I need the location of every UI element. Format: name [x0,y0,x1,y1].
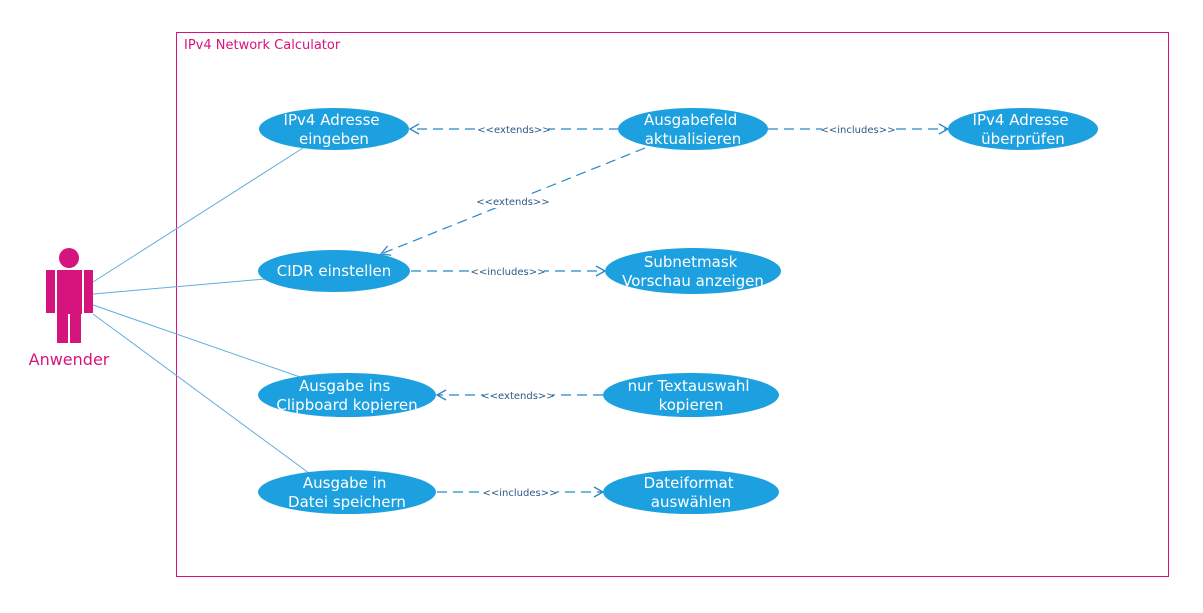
relation-label: <<includes>> [821,125,896,136]
use-case-label: Datei speichern [288,493,406,511]
use-case-label: Dateiformat [644,474,734,492]
use-case-dateiformat-auswaehlen[interactable]: Dateiformat auswählen [603,470,779,514]
svg-text:nur Textauswahl kopieren: nur Textauswahl kopieren [628,377,755,414]
use-case-label: aktualisieren [645,130,742,148]
person-icon [46,248,93,343]
svg-text:IPv4 Adresse eingeben: IPv4 Adresse eingeben [284,111,385,148]
dependency-lines [379,123,950,498]
use-case-label: eingeben [299,130,369,148]
svg-text:Ausgabe in Datei speiche: Ausgabe in Datei speichern [288,474,406,511]
relation-label: <<extends>> [477,125,550,136]
use-case-label: auswählen [651,493,731,511]
use-case-subnetmask-vorschau[interactable]: Subnetmask Vorschau anzeigen [605,248,781,294]
use-case-textauswahl-kopieren[interactable]: nur Textauswahl kopieren [603,373,779,417]
relation-labels: <<extends>> <<includes>> <<extends>> <<i… [471,122,896,499]
svg-text:Ausgabe ins Clipboard ko: Ausgabe ins Clipboard kopieren [276,377,417,414]
svg-text:IPv4 Adresse überprüfen: IPv4 Adresse überprüfen [973,111,1074,148]
use-case-ipv4-ueberpruefen[interactable]: IPv4 Adresse überprüfen [948,108,1098,150]
system-title: IPv4 Network Calculator [184,38,341,53]
relation-label: <<includes>> [471,267,546,278]
svg-text:Dateiformat auswählen: Dateiformat auswählen [644,474,739,511]
use-case-label: Subnetmask [644,253,738,271]
relation-label: <<extends>> [481,391,554,402]
use-case-label: Clipboard kopieren [276,396,417,414]
association-lines [92,147,318,480]
association-line [92,304,301,378]
use-case-label: überprüfen [981,130,1065,148]
use-case-label: Ausgabefeld [644,111,737,129]
relation-label: <<includes>> [483,488,558,499]
use-case-label: Vorschau anzeigen [622,272,764,290]
association-line [92,278,266,295]
use-case-label: nur Textauswahl [628,377,750,395]
actor-label: Anwender [29,350,110,369]
use-case-ausgabefeld-aktualisieren[interactable]: Ausgabefeld aktualisieren [618,108,768,150]
use-case-label: CIDR einstellen [277,262,392,280]
use-case-datei-speichern[interactable]: Ausgabe in Datei speichern [258,470,436,514]
association-line [92,313,318,480]
use-case-label: kopieren [659,396,724,414]
svg-text:Subnetmask Vorschau anze: Subnetmask Vorschau anzeigen [622,253,764,290]
svg-text:CIDR einstellen: CIDR einstellen [277,262,392,280]
svg-text:Ausgabefeld aktualisiere: Ausgabefeld aktualisieren [644,111,742,148]
system-boundary [176,32,1169,577]
use-case-cidr-einstellen[interactable]: CIDR einstellen [258,250,410,292]
use-case-label: IPv4 Adresse [284,111,380,129]
relation-label: <<extends>> [476,197,549,208]
use-case-label: Ausgabe in [303,474,387,492]
use-case-clipboard-kopieren[interactable]: Ausgabe ins Clipboard kopieren [258,373,436,417]
actor-anwender: Anwender [29,248,110,369]
association-line [92,147,304,283]
use-case-label: IPv4 Adresse [973,111,1069,129]
use-case-ipv4-eingeben[interactable]: IPv4 Adresse eingeben [259,108,409,150]
use-case-label: Ausgabe ins [299,377,390,395]
